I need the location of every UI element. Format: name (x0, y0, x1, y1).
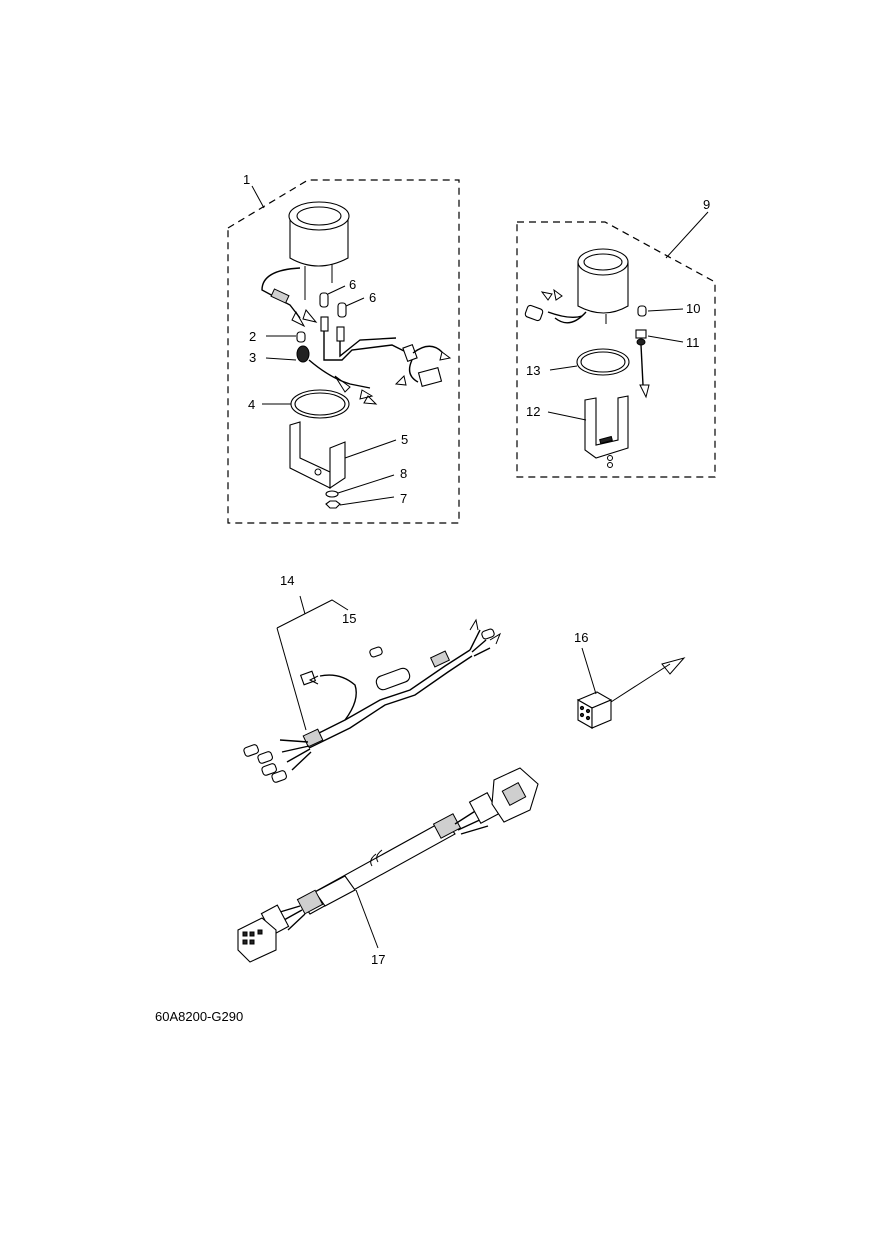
callout-17: 17 (371, 952, 385, 967)
callout-2: 2 (249, 329, 256, 344)
extension-harness-17-part[interactable] (237, 767, 539, 963)
gauge-1-harness[interactable] (320, 316, 452, 388)
callout-4: 4 (248, 397, 255, 412)
callout-9: 9 (703, 197, 710, 212)
sender-11-part[interactable] (635, 329, 650, 399)
callout-3: 3 (249, 350, 256, 365)
callout-11: 11 (686, 335, 700, 350)
callout-6b: 6 (369, 290, 376, 305)
callout-13: 13 (526, 363, 540, 378)
callout-14: 14 (280, 573, 294, 588)
group-1-boundary (227, 179, 460, 524)
terminal-15-part[interactable] (369, 646, 383, 658)
drawing-code: 60A8200-G290 (155, 1009, 243, 1024)
washer-8-part[interactable] (325, 490, 339, 498)
bracket-5-part[interactable] (289, 421, 346, 490)
group-9-boundary (516, 221, 716, 478)
callout-8: 8 (400, 466, 407, 481)
cap-10-part[interactable] (637, 305, 647, 317)
callout-15: 15 (342, 611, 356, 626)
callout-5: 5 (401, 432, 408, 447)
callout-10: 10 (686, 301, 700, 316)
callout-1: 1 (243, 172, 250, 187)
cap-2-part[interactable] (296, 331, 306, 343)
connector-16-part[interactable] (576, 657, 686, 729)
callout-7: 7 (400, 491, 407, 506)
gauge-9-part[interactable] (524, 248, 629, 324)
sender-3-part[interactable] (296, 345, 378, 405)
gauge-1-part[interactable] (261, 201, 350, 328)
ring-13-part[interactable] (576, 348, 630, 376)
wire-harness-14-part[interactable] (243, 618, 502, 783)
terminal-pin-6a[interactable] (319, 292, 329, 308)
bracket-12-part[interactable] (584, 395, 629, 468)
ring-4-part[interactable] (290, 389, 350, 419)
callout-12: 12 (526, 404, 540, 419)
callout-16: 16 (574, 630, 588, 645)
callout-6a: 6 (349, 277, 356, 292)
terminal-pin-6b[interactable] (337, 302, 347, 318)
nut-7-part[interactable] (325, 500, 341, 509)
harness-14-bracket (276, 599, 349, 629)
